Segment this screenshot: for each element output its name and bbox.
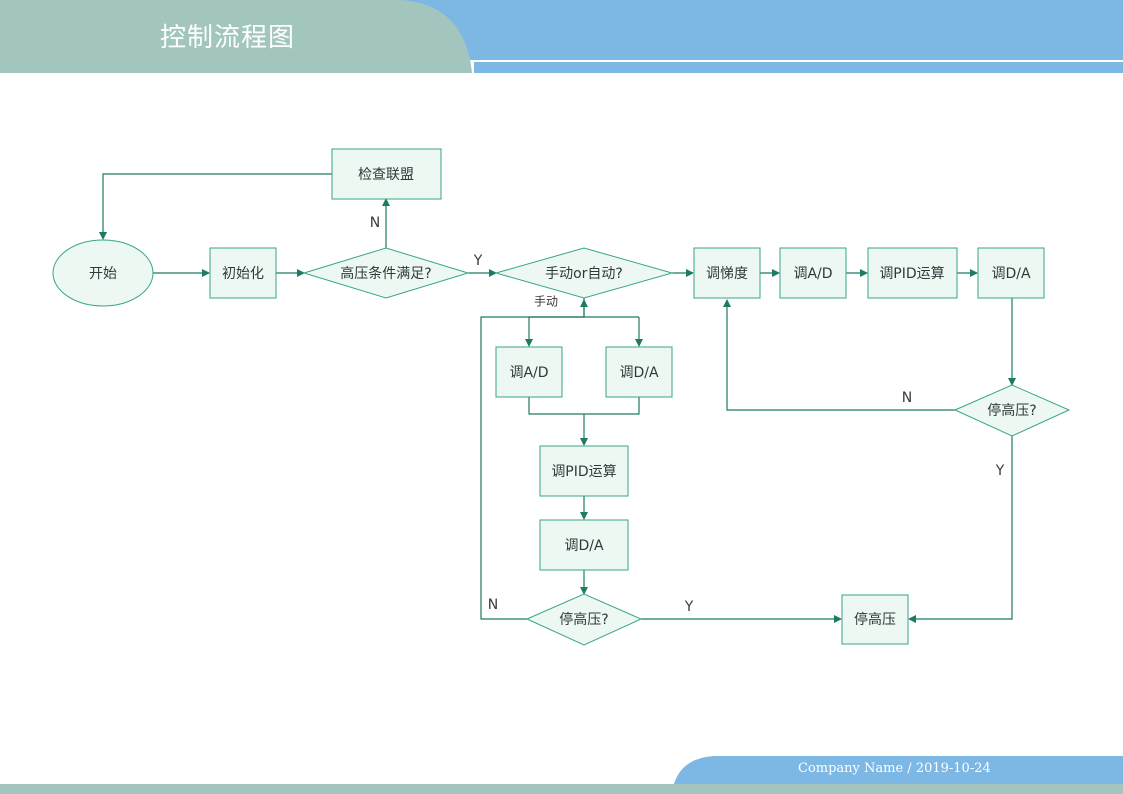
init-node bbox=[209, 247, 277, 299]
auto-pid-label: 调PID运算 bbox=[879, 266, 944, 282]
start-label: 开始 bbox=[89, 266, 117, 282]
man-stop-yes-label: Y bbox=[684, 599, 694, 615]
man-da2-node bbox=[539, 519, 629, 571]
adjust-ramp-label: 调悌度 bbox=[706, 266, 748, 282]
hv-ok-decision bbox=[302, 247, 470, 299]
check-interlock-node bbox=[331, 148, 442, 200]
auto-stop-decision bbox=[953, 384, 1071, 437]
auto-stop-yes-label: Y bbox=[995, 463, 1005, 479]
check-interlock-label: 检查联盟 bbox=[358, 167, 414, 183]
mode-label: 手动or自动? bbox=[545, 266, 623, 282]
adjust-ramp-node bbox=[693, 247, 761, 299]
header-bar bbox=[0, 0, 1123, 73]
man-pid-node bbox=[539, 445, 629, 497]
start-node bbox=[52, 239, 154, 307]
auto-stop-label: 停高压? bbox=[987, 402, 1036, 419]
man-stop-no-label: N bbox=[488, 597, 498, 613]
auto-ad-node bbox=[779, 247, 847, 299]
manual-label: 手动 bbox=[534, 295, 558, 309]
page-title: 控制流程图 bbox=[160, 23, 296, 53]
man-ad-label: 调A/D bbox=[509, 365, 548, 381]
stop-hv-label: 停高压 bbox=[854, 611, 896, 628]
auto-da-label: 调D/A bbox=[991, 266, 1030, 282]
man-ad-node bbox=[495, 346, 563, 398]
edge-man-join bbox=[528, 397, 640, 415]
auto-pid-node bbox=[867, 247, 958, 299]
auto-da-node bbox=[977, 247, 1045, 299]
hv-ok-label: 高压条件满足? bbox=[340, 265, 431, 282]
mode-decision bbox=[494, 247, 674, 299]
man-stop-decision bbox=[525, 593, 643, 646]
edge-manstop-loop bbox=[480, 299, 588, 620]
edge-check-to-start bbox=[99, 173, 332, 240]
footer-company-date: Company Name / 2019-10-24 bbox=[798, 761, 991, 776]
stop-hv-node bbox=[841, 594, 909, 645]
hv-no-label: N bbox=[370, 215, 380, 231]
auto-stop-no-label: N bbox=[902, 390, 912, 406]
hv-yes-label: Y bbox=[473, 253, 483, 269]
edge-autostop-to-stop bbox=[908, 436, 1013, 623]
auto-ad-label: 调A/D bbox=[793, 266, 832, 282]
edge-autostop-to-ramp bbox=[723, 299, 955, 411]
man-da-node bbox=[605, 346, 673, 398]
header-right-line bbox=[474, 62, 1123, 73]
init-label: 初始化 bbox=[222, 265, 264, 282]
header-left-band bbox=[0, 0, 472, 73]
man-stop-label: 停高压? bbox=[559, 611, 608, 628]
man-da-label: 调D/A bbox=[619, 365, 658, 381]
man-pid-label: 调PID运算 bbox=[551, 464, 616, 480]
man-da2-label: 调D/A bbox=[564, 538, 603, 554]
